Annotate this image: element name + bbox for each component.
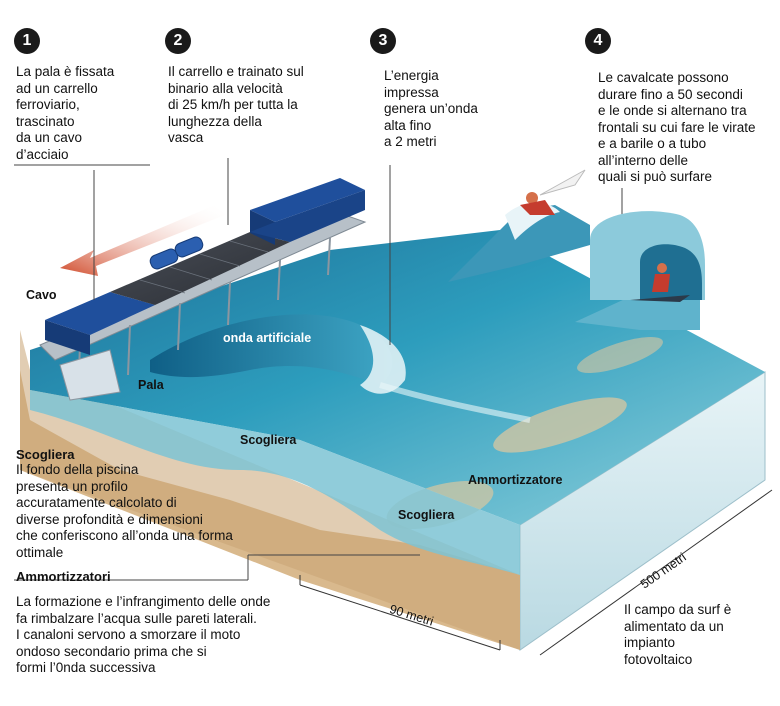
carriage-cylinders	[149, 236, 204, 270]
water-cross-section	[30, 390, 520, 575]
step-1-text: La pala è fissata ad un carrello ferrovi…	[16, 64, 115, 162]
step-4-text: Le cavalcate possono durare fino a 50 se…	[598, 70, 756, 184]
direction-arrow	[60, 205, 225, 276]
step-2-badge: 2	[165, 28, 191, 54]
surfer-3-head	[526, 192, 538, 204]
dimension-500	[539, 489, 773, 656]
reef-shoal-3	[577, 337, 663, 373]
note-scogliera-text: Il fondo della piscina presenta un profi…	[16, 462, 233, 560]
step-3-text: L’energia impressa genera un’onda alta f…	[384, 68, 478, 149]
paddle	[59, 349, 121, 401]
step-4-badge: 4	[585, 28, 611, 54]
front-wall	[20, 330, 520, 650]
carriage-rear-block	[250, 178, 365, 222]
surfer-4-body	[652, 274, 670, 292]
label-cavo: Cavo	[26, 288, 57, 302]
label-scogliera-center: Scogliera	[240, 433, 297, 447]
reef-shoal-1	[493, 397, 627, 453]
step-2-text: Il carrello e trainato sul binario alla …	[168, 64, 304, 145]
surfer-4-head	[657, 263, 667, 273]
label-pala: Pala	[138, 378, 164, 392]
wave-foam	[360, 325, 406, 394]
label-onda-artificiale: onda artificiale	[223, 331, 312, 345]
note-scogliera-title: Scogliera	[16, 447, 75, 462]
carriage-rear-top	[250, 190, 365, 242]
step-1-badge: 1	[14, 28, 40, 54]
ramp-wave-inset	[448, 205, 590, 282]
carriage-front-block-side	[45, 320, 90, 355]
wave-foam-trail	[379, 382, 531, 423]
note-fotovoltaico-text: Il campo da surf è alimentato da un impi…	[624, 602, 732, 667]
surfboard-3	[539, 169, 586, 196]
carriage-front-block	[45, 292, 155, 335]
surfboard-4	[630, 295, 690, 302]
dimension-90	[299, 575, 501, 651]
note-ammortizzatori-text: La formazione e l’infrangimento delle on…	[16, 594, 271, 675]
leader-lines	[14, 158, 623, 581]
surfer-3-body	[520, 200, 555, 215]
artificial-wave	[150, 314, 393, 385]
panel-grid	[139, 240, 269, 294]
carriage-panels	[110, 232, 290, 305]
label-scogliera-right: Scogliera	[398, 508, 455, 522]
note-ammortizzatori-title: Ammortizzatori	[16, 569, 111, 584]
step-3-badge: 3	[370, 28, 396, 54]
label-ammortizzatore: Ammortizzatore	[468, 473, 563, 487]
